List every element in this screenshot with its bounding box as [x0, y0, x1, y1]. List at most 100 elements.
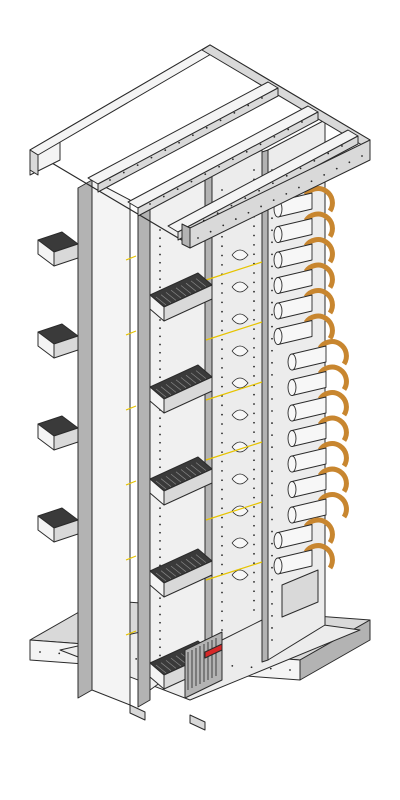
crossbar-bolt [272, 182, 274, 185]
inner-column-hole [221, 235, 223, 238]
tray-slot [165, 568, 177, 577]
left-tray-side [53, 427, 79, 451]
tray-slot [160, 386, 172, 395]
inner-splice-tray [149, 364, 213, 414]
rear-panel-hole [271, 217, 273, 220]
inner-column-hole [253, 365, 255, 368]
left-pillar-hole [159, 556, 161, 559]
left-pillar-hole [159, 605, 161, 608]
left-pillar-hole [159, 360, 161, 362]
crossbar-bolt [204, 173, 207, 176]
rear-panel-hole [271, 614, 273, 617]
tray-slot [170, 381, 182, 391]
tray-side [163, 376, 213, 414]
top-front-bolt [323, 174, 326, 176]
inner-cable-clip [231, 377, 249, 389]
crossbar-bolt [244, 197, 247, 200]
inner-column-hole [253, 487, 255, 490]
rear-panel-hole [271, 494, 273, 497]
crossbar-bolt [150, 156, 153, 159]
left-pillar-hole [159, 450, 161, 452]
inner-column-hole [253, 169, 255, 171]
tray-slot [185, 558, 197, 568]
inner-cable-clip [231, 569, 249, 581]
cable-spool [273, 262, 335, 294]
left-tray-side [53, 243, 79, 267]
rear-panel-hole [271, 337, 273, 340]
spool-flange-accent [303, 313, 335, 340]
left-pillar-hole [159, 458, 161, 460]
tray-slot [155, 388, 167, 398]
rear-panel-hole [271, 373, 273, 376]
rear-panel-hole [271, 265, 273, 268]
top-front-bolt [361, 155, 363, 157]
inner-column-hole [253, 506, 255, 508]
yellow-level-marker [205, 561, 263, 581]
inner-column-hole [221, 488, 223, 491]
left-pillar-hole [159, 286, 161, 289]
upright-yellow-tick [125, 405, 137, 411]
tray-slot [190, 280, 202, 290]
top-crossbar [87, 81, 279, 193]
spool-end-cap [287, 430, 297, 447]
tray-slot [185, 282, 197, 292]
tray-slot [170, 565, 182, 575]
left-pillar-hole [159, 630, 161, 632]
inner-column-hole [221, 376, 223, 379]
inner-column-hole [253, 281, 255, 284]
left-pillar-hole [159, 597, 161, 600]
left-pillar-hole [159, 278, 161, 280]
crossbar-bolt [301, 121, 303, 123]
inner-column-hole [221, 413, 223, 416]
inner-column-hole [221, 263, 223, 266]
upright-yellow-tick [125, 330, 137, 336]
inner-splice-tray [149, 456, 213, 506]
inner-column-hole [221, 460, 223, 463]
inner-column-hole [253, 478, 255, 480]
left-face-tray [37, 507, 79, 543]
inner-splice-tray [149, 548, 213, 598]
left-pillar-hole [159, 548, 161, 550]
top-front-bolt [234, 218, 237, 220]
tray-slot [175, 287, 187, 297]
cable-spool [287, 364, 349, 396]
cable-spool [287, 415, 349, 447]
inner-cable-clip [231, 505, 249, 517]
inner-column-hole [253, 571, 255, 574]
spool-flange-accent [317, 441, 349, 468]
tray-slot [160, 478, 172, 487]
rear-panel-hole [271, 398, 273, 400]
crossbar-bolt [232, 158, 234, 161]
inner-column-hole [221, 563, 223, 566]
spool-end-cap [287, 379, 297, 396]
crossbar-bolt [176, 188, 179, 190]
crossbar-bolt [162, 195, 165, 198]
tray-slot [175, 471, 187, 481]
tray-slot [195, 370, 207, 379]
tray-slot [175, 563, 187, 573]
base-bolt [58, 652, 61, 655]
left-pillar-hole [159, 351, 161, 354]
crossbar-front [97, 87, 279, 193]
inner-column-hole [221, 535, 223, 538]
tray-slot [180, 469, 192, 478]
crossbar-bolt [136, 164, 139, 166]
cable-spool [273, 313, 335, 345]
left-pillar-hole [159, 441, 161, 444]
rear-panel-hole [271, 446, 273, 449]
inner-column-hole [253, 459, 255, 462]
left-pillar-hole [159, 319, 161, 321]
rear-panel-hole [271, 554, 273, 557]
left-pillar-hole [159, 343, 161, 346]
left-pillar-hole [159, 646, 161, 649]
left-inner-pillar-side [137, 207, 151, 708]
rack-mid-layer [137, 149, 349, 708]
inner-column-hole [253, 375, 255, 377]
inner-column-hole [253, 225, 255, 228]
crossbar-bolt [313, 160, 316, 162]
inner-column-hole [221, 366, 223, 369]
inner-cable-clip [231, 409, 249, 421]
top-front-bolt [285, 192, 288, 195]
crossbar-bolt [192, 134, 194, 137]
inner-column-hole [253, 496, 255, 499]
